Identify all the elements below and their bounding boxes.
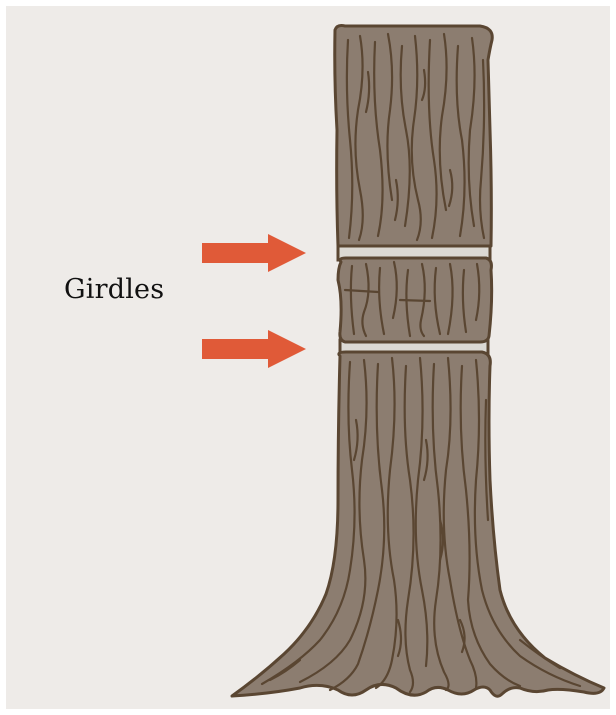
upper-trunk-section xyxy=(335,26,493,247)
right-arrow-icon xyxy=(202,330,306,368)
middle-trunk-section xyxy=(338,258,492,342)
girdle-arrows xyxy=(202,234,306,368)
right-arrow-icon xyxy=(202,234,306,272)
lower-trunk-section xyxy=(232,352,604,696)
girdles-label: Girdles xyxy=(64,274,164,305)
